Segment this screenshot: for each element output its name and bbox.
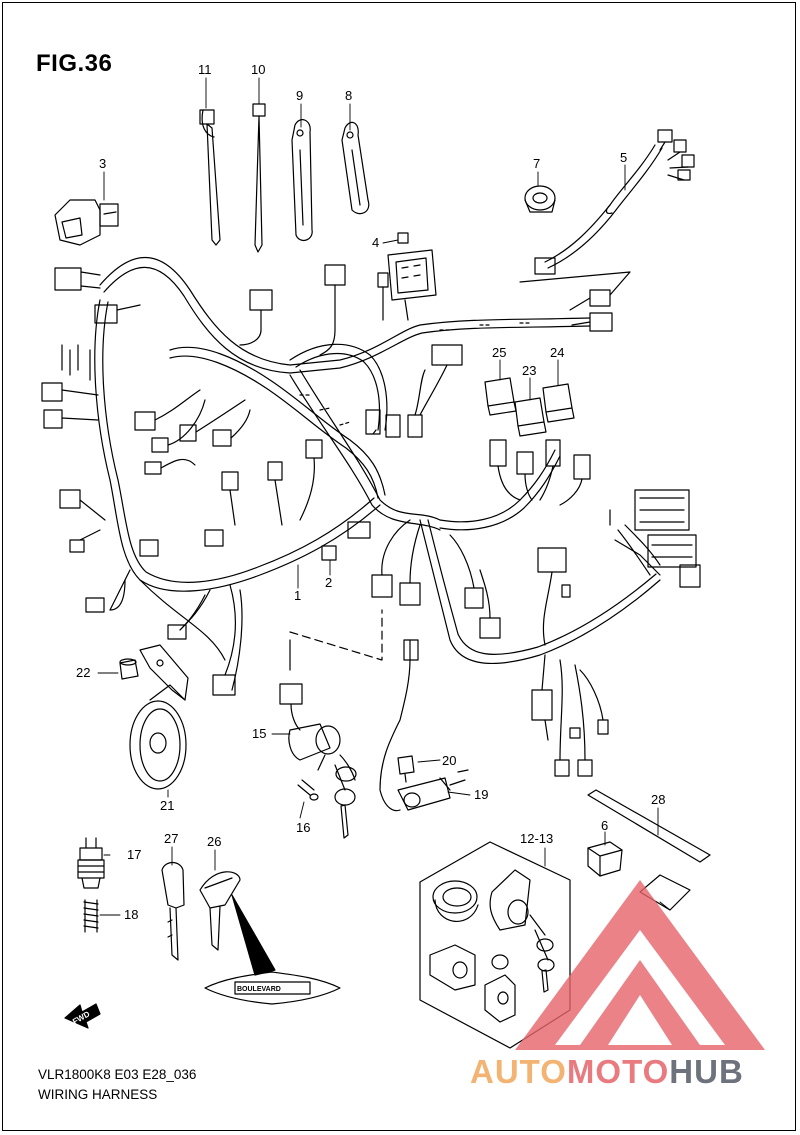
part-4-connector-block bbox=[387, 232, 437, 321]
callout-4: 4 bbox=[372, 235, 379, 250]
harness-connectors-middle bbox=[134, 264, 571, 696]
watermark-part-c: HUB bbox=[669, 1053, 744, 1090]
part-16-switch bbox=[77, 837, 105, 889]
part-3-connector-cap bbox=[54, 199, 119, 246]
callout-1: 1 bbox=[294, 588, 301, 603]
callout-21: 22 bbox=[76, 665, 90, 680]
callout-18: 19 bbox=[474, 787, 488, 802]
callout-25: 26 bbox=[207, 834, 221, 849]
part-7-grommet bbox=[524, 185, 556, 213]
callout-2: 2 bbox=[325, 575, 332, 590]
main-harness bbox=[94, 256, 661, 665]
part-27-tape bbox=[587, 789, 711, 863]
part-24-relay bbox=[484, 377, 517, 416]
callout-15: 16 bbox=[296, 820, 310, 835]
figure-title: FIG.36 bbox=[36, 50, 113, 77]
figure-name: WIRING HARNESS bbox=[38, 1087, 158, 1102]
boulevard-emblem bbox=[204, 971, 341, 1005]
part-25-key bbox=[199, 871, 276, 976]
callout-12-13: 12-13 bbox=[520, 831, 553, 846]
callout-17: 18 bbox=[124, 907, 138, 922]
callout-16: 17 bbox=[127, 847, 141, 862]
callout-27: 28 bbox=[651, 792, 665, 807]
callout-26: 27 bbox=[164, 831, 178, 846]
callout-19: 20 bbox=[442, 753, 456, 768]
part-22-relay bbox=[514, 397, 547, 437]
part-19-bolt bbox=[397, 755, 415, 783]
harness-lower-left-leads bbox=[109, 579, 243, 691]
watermark-part-a: AUTO bbox=[470, 1053, 567, 1090]
callout-numbers: 11 10 9 8 3 7 5 4 25 23 24 1 2 22 15 16 … bbox=[76, 62, 665, 922]
callout-10: 10 bbox=[251, 62, 265, 77]
callout-20: 21 bbox=[160, 798, 174, 813]
part-23-relay bbox=[542, 383, 575, 423]
emblem-label: BOULEVARD bbox=[237, 986, 281, 993]
part-2-connector bbox=[321, 545, 337, 561]
part-9-clamp bbox=[291, 119, 313, 242]
callout-11: 11 bbox=[198, 62, 212, 77]
part-8-clamp bbox=[341, 121, 370, 215]
watermark-logo-icon bbox=[515, 880, 765, 1050]
callout-22: 23 bbox=[522, 363, 536, 378]
part-21-bolt bbox=[119, 658, 139, 680]
watermark-text: AUTOMOTOHUB bbox=[470, 1053, 744, 1091]
watermark-part-b: MOTO bbox=[566, 1053, 670, 1090]
harness-connector-left-top bbox=[41, 267, 141, 613]
part-17-spring bbox=[83, 899, 99, 933]
callout-leaders bbox=[97, 77, 671, 916]
forward-arrow bbox=[64, 1003, 101, 1029]
callout-14: 15 bbox=[252, 726, 266, 741]
callout-9: 9 bbox=[296, 88, 303, 103]
part-18-sensor bbox=[379, 639, 469, 812]
callout-23: 24 bbox=[550, 345, 564, 360]
part-26-key bbox=[161, 861, 185, 961]
part-28-sheet bbox=[639, 874, 691, 911]
callout-6: 6 bbox=[601, 818, 608, 833]
harness-connectors-right bbox=[489, 439, 701, 777]
figure-code: VLR1800K8 E03 E28_036 bbox=[38, 1067, 197, 1082]
part-6-block bbox=[587, 841, 623, 877]
part-10-cable-tie bbox=[252, 103, 266, 253]
callout-5: 5 bbox=[620, 150, 627, 165]
callout-8: 8 bbox=[345, 88, 352, 103]
part-5-sub-harness bbox=[519, 129, 695, 332]
callout-24: 25 bbox=[492, 345, 506, 360]
part-15-screw bbox=[297, 779, 319, 801]
callout-7: 7 bbox=[533, 156, 540, 171]
part-11-cable-tie bbox=[199, 109, 221, 246]
part-14-ignition-switch bbox=[279, 683, 357, 839]
part-20-horn bbox=[129, 644, 189, 790]
callout-3: 3 bbox=[99, 156, 106, 171]
